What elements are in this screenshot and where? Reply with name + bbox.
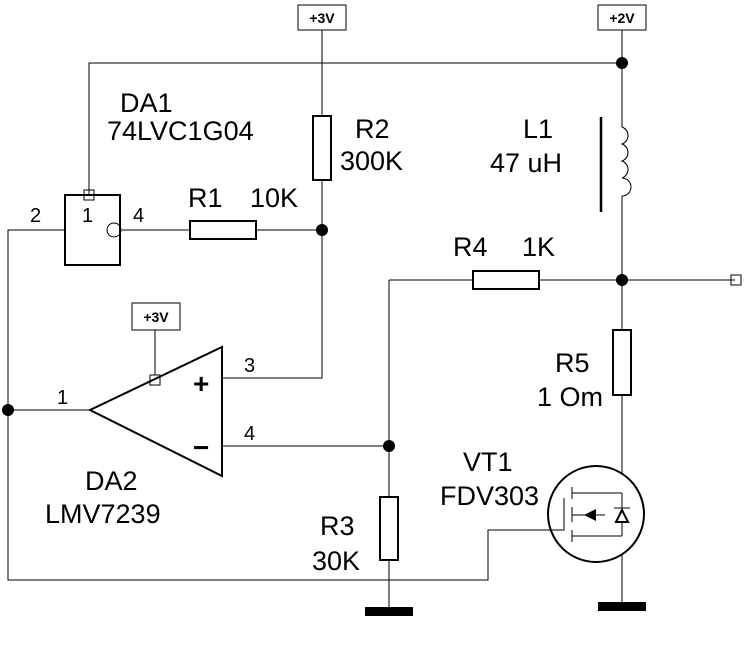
junction-da2-out — [2, 404, 14, 416]
component-ref: R1 — [188, 183, 223, 213]
wires — [7, 30, 735, 607]
component-ref: R3 — [320, 511, 355, 541]
component-part: FDV303 — [440, 481, 539, 511]
power-flag-r2: +3V — [297, 4, 347, 31]
power-flag-da2: +3V — [131, 302, 181, 331]
wire-feedback-left — [7, 229, 551, 581]
component-ref: VT1 — [463, 447, 513, 477]
component-ref: R5 — [555, 348, 590, 378]
component-part: 74LVC1G04 — [107, 116, 254, 146]
plus-sign: + — [193, 368, 209, 399]
resistor-r4: R4 1K — [453, 232, 555, 290]
comparator-da2: + − 1 3 4 DA2 LMV7239 — [45, 345, 255, 529]
junction-l1-r4 — [616, 274, 628, 286]
power-label: +3V — [309, 10, 335, 26]
component-ref: L1 — [523, 114, 553, 144]
inverter-da1: 1 2 4 DA1 74LVC1G04 — [30, 88, 254, 266]
ground-symbol — [365, 607, 413, 616]
component-ref: R2 — [355, 114, 390, 144]
power-flag-l1: +2V — [597, 4, 647, 31]
junction-top-rail — [616, 57, 628, 69]
inductor-l1: L1 47 uH — [490, 114, 632, 212]
wire-da1-out — [122, 229, 323, 379]
pin-number: 4 — [244, 423, 255, 445]
pin-number: 4 — [133, 205, 144, 227]
pin-number: 1 — [57, 387, 68, 409]
output-terminal[interactable] — [730, 274, 742, 286]
junction-r1-r2 — [316, 224, 328, 236]
power-label: +3V — [143, 309, 169, 325]
component-value: 300K — [340, 146, 403, 176]
component-value: 1K — [522, 232, 555, 262]
junctions — [2, 57, 628, 452]
resistor-r2: R2 300K — [312, 114, 403, 181]
junction-r3-minus — [383, 440, 395, 452]
wire-top-rail — [88, 62, 622, 195]
component-ref: DA1 — [120, 88, 173, 118]
component-value: 1 Om — [537, 382, 603, 412]
component-part: LMV7239 — [45, 499, 161, 529]
pin-number: 3 — [244, 355, 255, 377]
pin-number: 2 — [30, 205, 41, 227]
component-ref: R4 — [453, 232, 488, 262]
component-value: 47 uH — [490, 148, 562, 178]
pin-number: 1 — [82, 205, 93, 227]
mosfet-vt1: VT1 FDV303 — [440, 447, 645, 563]
resistor-r5: R5 1 Om — [537, 329, 632, 412]
component-value: 30K — [312, 546, 360, 576]
resistor-r1: R1 10K — [188, 183, 298, 240]
ground-symbol — [598, 602, 646, 611]
power-label: +2V — [609, 10, 635, 26]
component-ref: DA2 — [85, 466, 138, 496]
resistor-r3: R3 30K — [312, 496, 399, 576]
minus-sign: − — [193, 432, 209, 463]
component-value: 10K — [250, 183, 298, 213]
